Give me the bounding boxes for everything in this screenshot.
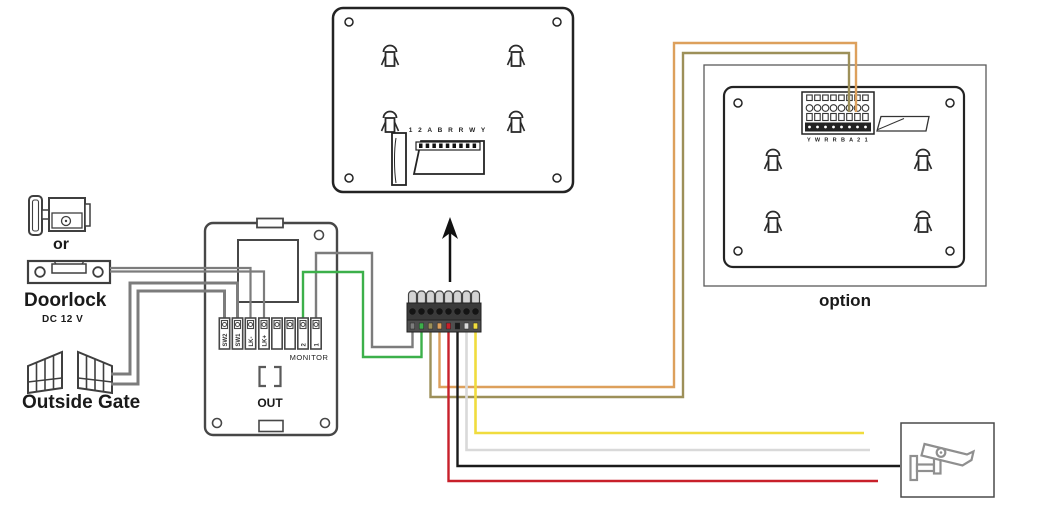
wire-station-1 [314, 251, 414, 349]
screw-icon [945, 246, 955, 256]
option-frame [703, 64, 987, 287]
doorlock-hole [92, 266, 104, 278]
junction-block-ports [409, 308, 479, 315]
station-terminal-label: 2 [302, 343, 308, 347]
doorlock-mark [81, 260, 85, 265]
maglock [28, 195, 91, 236]
wire-gate-sw1 [111, 281, 239, 376]
label-sticker [876, 115, 930, 132]
option-monitor: Y W R R B A 2 1 option [703, 64, 987, 310]
station-terminal-label: SW2 [223, 333, 229, 347]
station-out-label: OUT [257, 396, 283, 410]
junction-block-base [406, 319, 482, 333]
screw-icon [945, 98, 955, 108]
up-arrow-icon [442, 217, 458, 282]
screw-icon [552, 173, 562, 183]
camera-box [900, 422, 995, 498]
maglock-armature-detail [31, 199, 40, 232]
screw-icon [344, 17, 354, 27]
station-terminal-label: LK- [249, 337, 255, 347]
doorlock-latch [51, 263, 87, 274]
doorlock [26, 259, 112, 285]
option-monitor-terminal-label: Y W R R B A 2 1 [807, 138, 869, 144]
screw-icon [313, 229, 325, 241]
screw-icon [733, 98, 743, 108]
screw-icon [552, 17, 562, 27]
wires [110, 41, 900, 483]
indoor-monitor: 1 2 A B R R W Y [331, 6, 575, 194]
label-sticker-fold [877, 118, 905, 130]
doorlock-mark [53, 260, 57, 265]
option-terminal-block [805, 94, 870, 122]
screw-icon [211, 417, 223, 429]
station-monitor-port-label: MONITOR [290, 353, 329, 362]
wire-doorlock-lk-plus [110, 270, 266, 319]
junction-block-body [406, 302, 482, 321]
station-terminals: SW2 SW1 LK- LK+ 2 1 MONITOR OUT [218, 317, 329, 433]
wire-camera-white [465, 327, 870, 452]
bracket-right-icon [274, 365, 282, 388]
doorlock-label: Doorlock [24, 290, 107, 311]
wire-gate-sw2 [111, 289, 226, 386]
wire-camera-black [456, 327, 900, 468]
option-caption: option [819, 291, 871, 310]
station-terminal-label: 1 [315, 343, 321, 347]
wire-option-khaki [429, 51, 851, 399]
terminal-strip-pins [419, 143, 477, 148]
station-terminal-label: SW1 [236, 333, 242, 347]
maglock-tab [84, 203, 91, 227]
maglock-screw-dot [64, 219, 68, 223]
indoor-monitor-terminal-label: 1 2 A B R R W Y [409, 127, 488, 134]
screw-icon [344, 173, 354, 183]
doorlock-voltage-label: DC 12 V [42, 314, 83, 325]
station-terminal-label: LK+ [263, 335, 269, 347]
station-top-tab [256, 217, 284, 229]
bracket-left-icon [258, 365, 266, 388]
wire-option-orange [438, 41, 858, 389]
doorlock-hole [34, 266, 46, 278]
option-terminal-dark-strip [805, 122, 871, 132]
outside-gate-label: Outside Gate [22, 392, 140, 413]
option-terminal-dots [808, 125, 867, 129]
wire-doorlock-lk-minus [110, 266, 252, 319]
wire-camera-yellow [474, 327, 864, 435]
screw-icon [733, 246, 743, 256]
stand-bracket-detail [394, 137, 397, 184]
cctv-camera-icon [909, 442, 976, 482]
wire-camera-red [447, 327, 878, 483]
maglock-nub [41, 209, 50, 220]
junction-block-wire-stubs [409, 322, 478, 330]
outside-gate [27, 350, 113, 395]
junction-block [406, 290, 482, 333]
station-bottom-slot [258, 419, 284, 433]
or-label: or [53, 236, 69, 253]
wire-station-2 [301, 270, 423, 359]
option-monitor-body [722, 85, 966, 269]
screw-icon [319, 417, 331, 429]
